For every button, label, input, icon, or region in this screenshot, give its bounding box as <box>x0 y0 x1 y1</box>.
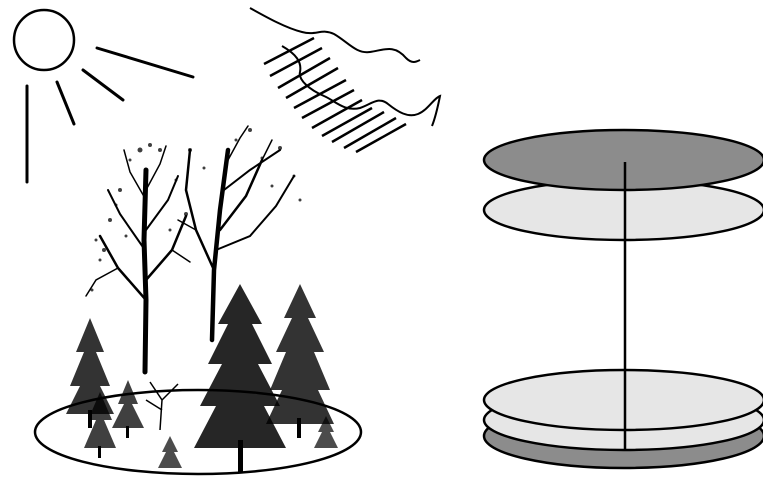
sun-ray <box>83 70 123 100</box>
rain-streaks <box>264 38 406 152</box>
cloud-top-edge <box>250 8 420 62</box>
deciduous-tree <box>86 146 190 372</box>
layer-ground <box>484 370 763 430</box>
conifer-tree <box>266 284 334 438</box>
stacked-layer-model <box>484 130 763 468</box>
sun-ray <box>57 82 74 124</box>
deciduous-foliage <box>91 143 189 292</box>
layer-canopy-dark <box>484 130 763 190</box>
sun-ray <box>97 48 193 77</box>
sun-icon <box>14 10 74 70</box>
conifer-tree <box>194 284 286 472</box>
forest-stand <box>35 126 361 474</box>
rain-cloud-icon <box>250 8 440 152</box>
